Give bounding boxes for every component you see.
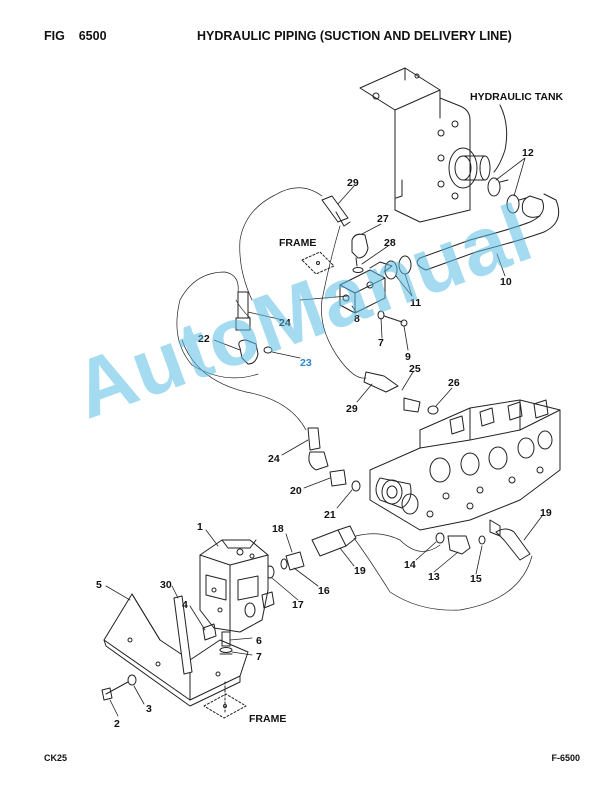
callout-18: 18 <box>272 523 284 535</box>
fittings-13-14-15-19-right <box>435 528 531 561</box>
hose-clamps-12 <box>487 177 527 214</box>
elbow-fitting-27 <box>351 233 369 273</box>
callout-20: 20 <box>290 485 302 497</box>
callout-14: 14 <box>404 559 416 571</box>
hose-clamps-11 <box>384 255 412 280</box>
bolt-6 <box>219 631 233 655</box>
callout-24-lower: 24 <box>268 453 280 465</box>
adapter-20 <box>329 469 361 492</box>
suction-hose-10 <box>416 193 560 271</box>
callout-29-mid: 29 <box>346 403 358 415</box>
fittings-25-29-26 <box>363 371 439 415</box>
callout-22: 22 <box>198 333 210 345</box>
tank-label: HYDRAULIC TANK <box>470 91 564 103</box>
callout-5: 5 <box>96 579 102 591</box>
adapter-16-18 <box>265 551 305 579</box>
callout-7-top: 7 <box>378 337 384 349</box>
manifold-block-8 <box>339 261 393 314</box>
callout-30: 30 <box>160 579 172 591</box>
callout-11: 11 <box>410 297 421 309</box>
callout-7-bottom: 7 <box>256 651 262 663</box>
hydraulic-tank <box>359 67 508 223</box>
diagram-labels: HYDRAULIC TANK FRAME FRAME <box>249 91 564 725</box>
coupling-4 <box>202 623 217 641</box>
hose-fitting-19-left <box>311 525 357 557</box>
callout-27: 27 <box>377 213 389 225</box>
frame-label-bottom: FRAME <box>249 713 286 725</box>
hydraulic-pump-1 <box>199 539 275 633</box>
callout-15: 15 <box>470 573 482 585</box>
bolt-2 <box>101 674 137 701</box>
leader-lines <box>105 157 543 717</box>
callout-1: 1 <box>197 521 203 533</box>
hose-fitting-24-lower <box>307 427 329 471</box>
callout-10: 10 <box>500 276 512 288</box>
page-code: F-6500 <box>551 753 580 763</box>
callout-8: 8 <box>354 313 360 325</box>
pilot-hoses <box>176 187 533 611</box>
callout-12: 12 <box>522 147 534 159</box>
callout-21: 21 <box>324 509 336 521</box>
hose-fitting-29-top <box>321 195 351 227</box>
callout-19-left: 19 <box>354 565 366 577</box>
hose-fitting-24-top <box>235 291 251 331</box>
control-valve-assembly <box>369 399 561 537</box>
callout-3: 3 <box>146 703 152 715</box>
mounting-bracket-5 <box>103 593 249 707</box>
callout-28: 28 <box>384 237 396 249</box>
callout-29-top: 29 <box>347 177 359 189</box>
elbow-fitting-22 <box>238 339 273 365</box>
page-title: HYDRAULIC PIPING (SUCTION AND DELIVERY L… <box>197 29 512 43</box>
callout-24-top: 24 <box>279 317 291 329</box>
callout-4: 4 <box>182 599 188 611</box>
figure-number: FIG 6500 <box>44 29 107 43</box>
callout-9: 9 <box>405 351 411 363</box>
callout-16: 16 <box>318 585 330 597</box>
callout-17: 17 <box>292 599 304 611</box>
frame-mount-bottom <box>203 681 247 719</box>
support-rod-30 <box>173 595 193 675</box>
frame-mount-top <box>301 251 335 275</box>
callout-2: 2 <box>114 718 120 730</box>
callout-19-right: 19 <box>540 507 552 519</box>
callout-25: 25 <box>409 363 421 375</box>
callout-numbers: 12 29 27 28 10 11 24 22 8 7 9 23 25 26 2… <box>96 147 552 730</box>
callout-6: 6 <box>256 635 262 647</box>
callout-13: 13 <box>428 571 440 583</box>
frame-label-top: FRAME <box>279 237 316 249</box>
model-code: CK25 <box>44 753 68 763</box>
callout-26: 26 <box>448 377 460 389</box>
callout-23: 23 <box>300 357 312 369</box>
bolt-9 <box>377 310 408 327</box>
